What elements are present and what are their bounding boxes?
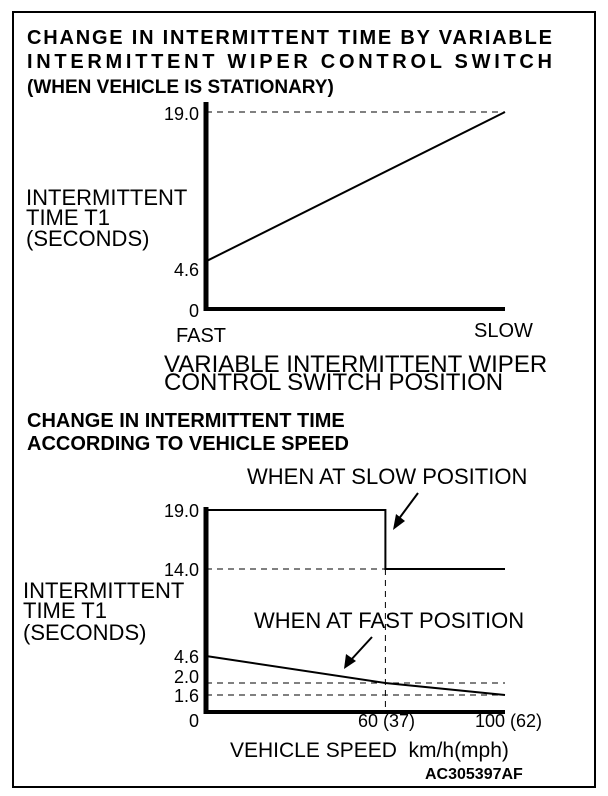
top-ylabel-line-3: (SECONDS) — [26, 226, 149, 251]
outer-border — [12, 11, 596, 788]
top-ytick-4-6: 4.6 — [174, 260, 199, 280]
top-ylabel-line-2: TIME T1 — [26, 205, 110, 230]
top-title-line-3: (WHEN VEHICLE IS STATIONARY) — [27, 77, 334, 98]
arrow-slow-shaft — [397, 492, 419, 521]
bottom-ytick-2-0: 2.0 — [174, 667, 199, 687]
arrow-fast-shaft — [349, 636, 373, 662]
top-xcat-slow: SLOW — [474, 320, 533, 342]
bottom-ylabel-line-2: TIME T1 — [23, 598, 107, 623]
bottom-ylabel-line-1: INTERMITTENT — [23, 578, 184, 603]
top-xlabel-line-1: VARIABLE INTERMITTENT WIPER — [164, 351, 547, 378]
annotation-slow-position: WHEN AT SLOW POSITION — [247, 464, 527, 489]
bottom-ytick-4-6: 4.6 — [174, 647, 199, 667]
top-ylabel-line-1: INTERMITTENT — [26, 185, 187, 210]
bottom-chart: CHANGE IN INTERMITTENT TIME ACCORDING TO… — [23, 410, 542, 783]
top-ytick-0: 0 — [189, 301, 199, 321]
bottom-title-line-1: CHANGE IN INTERMITTENT TIME — [27, 410, 345, 432]
bottom-series-slow — [206, 509, 505, 570]
top-xcat-fast: FAST — [176, 325, 226, 347]
annotation-fast-position: WHEN AT FAST POSITION — [254, 608, 524, 633]
bottom-xlabel: VEHICLE SPEED km/h(mph) — [230, 739, 509, 762]
arrow-slow-head — [393, 514, 405, 530]
figure-id: AC305397AF — [425, 766, 523, 783]
top-chart: CHANGE IN INTERMITTENT TIME BY VARIABLE … — [26, 27, 552, 396]
arrow-fast-head — [344, 654, 356, 669]
top-title-line-2: INTERMITTENT WIPER CONTROL SWITCH — [27, 51, 552, 73]
bottom-xtick-60: 60 (37) — [358, 711, 415, 731]
bottom-ytick-1-6: 1.6 — [174, 686, 199, 706]
bottom-title-line-2: ACCORDING TO VEHICLE SPEED — [27, 433, 349, 455]
bottom-series-fast — [205, 655, 506, 696]
top-series-line — [205, 111, 506, 263]
bottom-ytick-19-0: 19.0 — [164, 501, 199, 521]
top-ytick-19-0: 19.0 — [164, 104, 199, 124]
bottom-ytick-0: 0 — [189, 711, 199, 731]
top-title-line-1: CHANGE IN INTERMITTENT TIME BY VARIABLE — [27, 27, 552, 49]
bottom-ytick-14-0: 14.0 — [164, 560, 199, 580]
top-xlabel-line-2: CONTROL SWITCH POSITION — [164, 369, 503, 396]
bottom-xtick-100: 100 (62) — [475, 711, 542, 731]
bottom-ylabel-line-3: (SECONDS) — [23, 620, 146, 645]
